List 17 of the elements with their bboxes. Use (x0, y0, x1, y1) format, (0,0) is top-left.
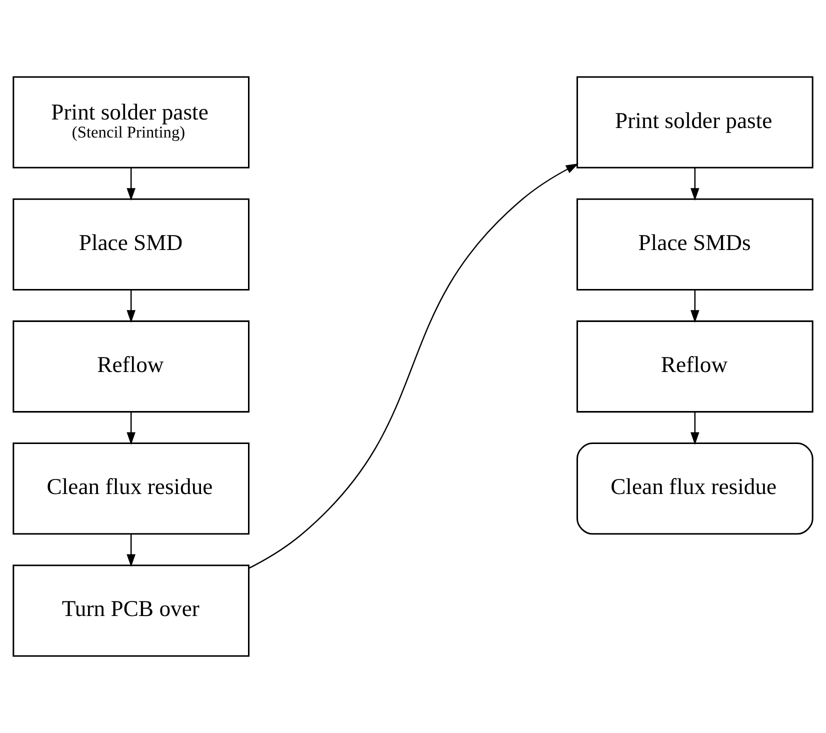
node-box: Place SMD (12, 198, 250, 290)
arrow (126, 412, 136, 445)
arrow (126, 534, 136, 567)
node-box: Print solder paste (576, 76, 814, 168)
arrow (690, 168, 700, 201)
arrow (248, 163, 579, 569)
arrow (690, 412, 700, 445)
node-box: Clean flux residue (576, 442, 814, 535)
node-box: Place SMDs (576, 198, 814, 290)
node-box: Clean flux residue (12, 442, 250, 535)
node-box: Reflow (576, 320, 814, 413)
arrow (126, 290, 136, 323)
node-box: Reflow (12, 320, 250, 413)
node-box: Turn PCB over (12, 564, 250, 657)
node-box: Print solder paste (Stencil Printing) (12, 76, 250, 168)
arrow (126, 168, 136, 201)
arrow (690, 290, 700, 323)
